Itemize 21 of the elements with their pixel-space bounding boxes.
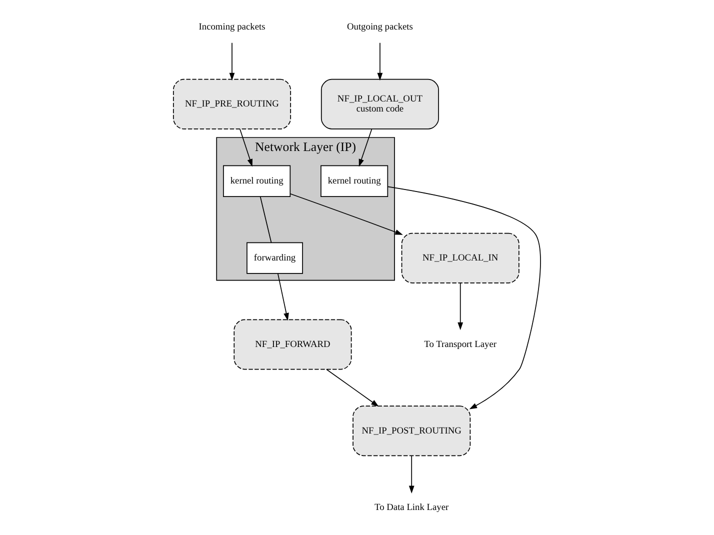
node-box: kernel routing: [320, 165, 388, 197]
arrow: [326, 368, 379, 407]
node-box: kernel routing: [223, 165, 291, 197]
node-box: NF_IP_FORWARD: [234, 319, 352, 370]
node-text: To Transport Layer: [424, 340, 497, 350]
node-box: NF_IP_POST_ROUTING: [352, 406, 471, 456]
arrow: [277, 273, 289, 321]
arrow: [408, 456, 414, 494]
node-box: NF_IP_LOCAL_IN: [401, 232, 520, 284]
node-box: NF_IP_PRE_ROUTING: [173, 78, 292, 130]
arrow: [290, 193, 403, 235]
arrow: [458, 282, 464, 330]
node-box: NF_IP_LOCAL_OUT custom code: [320, 78, 439, 130]
node-text: To Data Link Layer: [374, 503, 449, 514]
node-text: Outgoing packets: [346, 22, 413, 33]
arrow: [377, 42, 383, 81]
connector: [260, 196, 272, 244]
arrow: [229, 42, 235, 81]
node-box: forwarding: [246, 242, 303, 274]
arrow: [387, 186, 541, 410]
node-text: Incoming packets: [198, 22, 266, 33]
